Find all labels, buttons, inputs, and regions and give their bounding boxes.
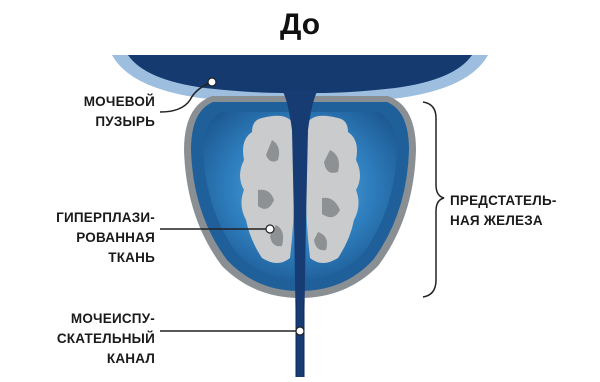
label-hyperplastic-tissue: ГИПЕРПЛАЗИ- РОВАННАЯ ТКАНЬ bbox=[20, 208, 155, 268]
label-urethra: МОЧЕИСПУ- СКАТЕЛЬНЫЙ КАНАЛ bbox=[20, 309, 155, 369]
label-prostate: ПРЕДСТАТЕЛЬ- НАЯ ЖЕЛЕЗА bbox=[450, 191, 595, 231]
title: До bbox=[0, 8, 600, 42]
prostate-bracket bbox=[423, 102, 444, 297]
label-bladder: МОЧЕВОЙ ПУЗЫРЬ bbox=[20, 92, 155, 132]
